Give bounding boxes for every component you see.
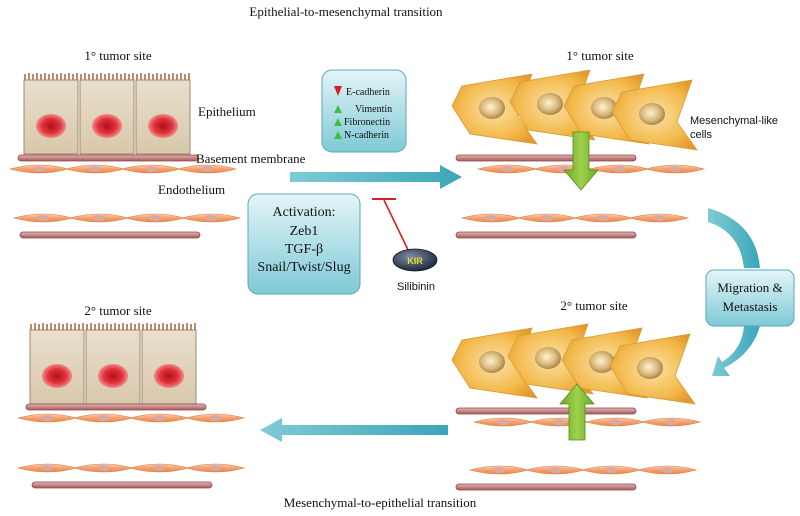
activation-title: Activation:: [273, 205, 336, 220]
up-arrow-icon: [334, 105, 342, 113]
mesenchymal-label-1: Mesenchymal-like: [690, 115, 778, 127]
extravasation-arrow-up: [559, 383, 595, 441]
epithelium-label: Epithelium: [198, 104, 256, 119]
epithelial-cells-bottom-left: [29, 322, 197, 405]
invasion-arrow-down: [563, 131, 599, 191]
met-title: Mesenchymal-to-epithelial transition: [284, 495, 477, 510]
migration-line-2: Metastasis: [723, 299, 778, 314]
inhibitor-line: [372, 198, 411, 255]
silibinin-label: Silibinin: [397, 281, 435, 293]
marker-up-1: Vimentin: [355, 104, 392, 115]
emt-arrow: [290, 165, 462, 189]
curved-arrow-bottom: [712, 326, 760, 376]
up-arrow-icon: [334, 131, 342, 139]
site-label-primary-right: 1° tumor site: [566, 48, 634, 63]
marker-up-3: N-cadherin: [344, 130, 389, 141]
activation-box: Activation: Zeb1 TGF-β Snail/Twist/Slug: [247, 193, 361, 295]
activation-item-3: Snail/Twist/Slug: [257, 260, 350, 275]
curved-arrow-top: [708, 208, 760, 268]
marker-down-1: E-cadherin: [346, 87, 390, 98]
drug-badge-label: KIR: [407, 256, 423, 266]
silibinin-drug-icon: KIR: [392, 248, 438, 272]
down-arrow-icon: [334, 86, 342, 96]
membrane-bottom-left: [18, 403, 244, 489]
site-label-secondary-left: 2° tumor site: [84, 303, 152, 318]
marker-up-2: Fibronectin: [344, 117, 390, 128]
marker-box: E-cadherin Vimentin Fibronectin N-cadher…: [321, 69, 407, 153]
emt-title: Epithelial-to-mesenchymal transition: [249, 4, 443, 19]
membrane-top-left: [17, 154, 199, 162]
activation-item-2: TGF-β: [285, 242, 323, 257]
migration-line-1: Migration &: [717, 280, 782, 295]
epithelial-cells-top-left: [23, 72, 191, 155]
mesenchymal-label-2: cells: [690, 129, 713, 141]
site-label-secondary-right: 2° tumor site: [560, 298, 628, 313]
activation-item-1: Zeb1: [290, 224, 319, 239]
endothelium-label: Endothelium: [158, 182, 225, 197]
endothelial-row-top-left-1: [10, 165, 236, 173]
basement-membrane-label: Basement membrane: [196, 151, 306, 166]
endothelial-row-top-left-2: [14, 214, 240, 239]
site-label-primary-left: 1° tumor site: [84, 48, 152, 63]
migration-box: Migration & Metastasis: [705, 269, 795, 327]
up-arrow-icon: [334, 118, 342, 126]
met-arrow: [260, 418, 448, 442]
